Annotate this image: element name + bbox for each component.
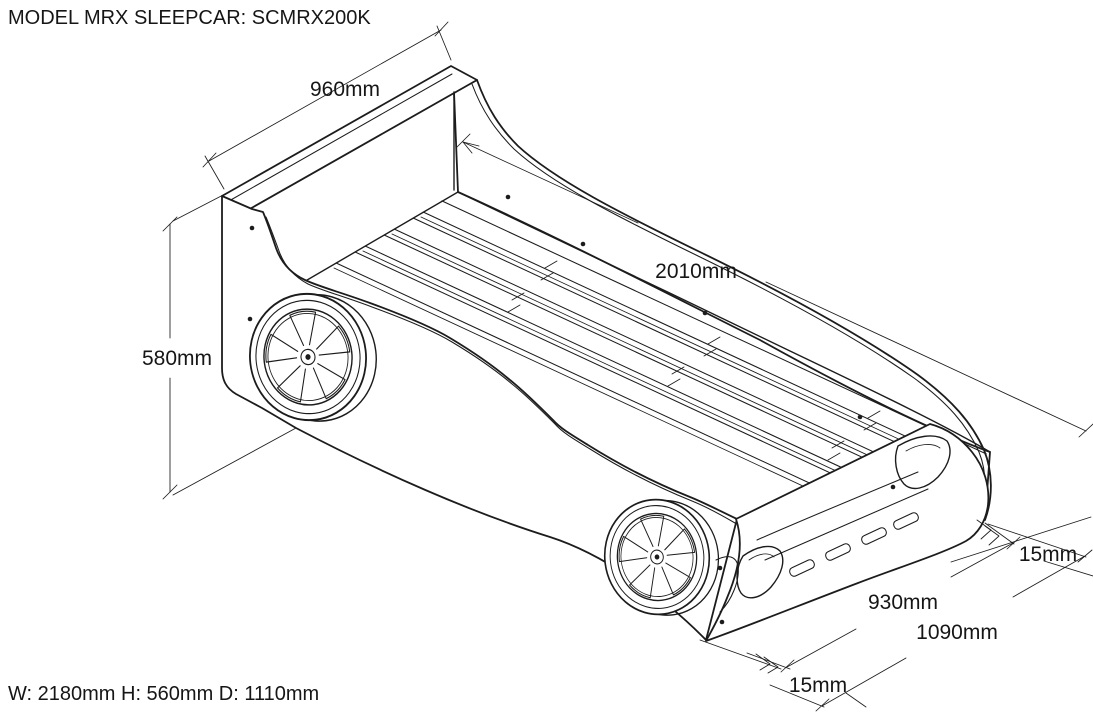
dimension-15-bottom: [699, 639, 867, 708]
screw-dot: [702, 310, 708, 316]
headlight-near-inner: [748, 553, 775, 561]
headlight-near: [736, 545, 784, 599]
double-arrowheads: [976, 519, 1000, 546]
slat-edge: [391, 227, 963, 494]
tick-marks: [202, 21, 449, 168]
extension-line: [987, 523, 1087, 558]
dimension-line: [821, 555, 1086, 707]
spoiler-inner-bottom-edge: [301, 191, 459, 284]
dimension-580: [162, 192, 297, 500]
screw-dots: [247, 194, 896, 625]
headlight-far-inner: [905, 444, 941, 452]
bumper-outline: [705, 423, 990, 642]
slat-edge: [362, 244, 934, 511]
gap-tick: [540, 260, 558, 281]
front-bumper: [705, 423, 990, 642]
drawing-title: MODEL MRX SLEEPCAR: SCMRX200K: [8, 7, 371, 29]
bed-slats: [333, 199, 990, 534]
slat-edge: [410, 216, 982, 483]
extension-line: [950, 516, 1092, 563]
dimension-1090: [769, 523, 1093, 712]
tick-marks: [815, 549, 1093, 712]
screw-dot: [580, 241, 586, 247]
bed-surface-far-edge: [457, 191, 991, 453]
tick-marks: [780, 536, 1021, 673]
dimension-label-15mm-right: 15mm: [1019, 543, 1077, 566]
grille-slot: [825, 543, 851, 561]
far-side-panel: [453, 79, 992, 521]
slat-edge: [381, 233, 953, 500]
extension-line: [984, 522, 1015, 545]
gap-tick: [703, 336, 721, 357]
dimension-960: [202, 21, 452, 190]
leader-tail: [1043, 560, 1093, 577]
dimension-label-2010mm: 2010mm: [655, 260, 737, 283]
screw-dot: [247, 316, 253, 322]
dimension-line: [786, 542, 1014, 668]
screw-dot: [890, 484, 896, 490]
dimension-label-930mm: 930mm: [868, 591, 938, 614]
dimension-2010: [455, 133, 1093, 438]
dimension-15-right: [950, 516, 1093, 577]
headlight-far: [894, 435, 951, 490]
arrow-start: [455, 133, 480, 154]
leader-tail: [845, 692, 867, 708]
double-arrowheads: [755, 653, 779, 674]
gap-tick: [507, 292, 525, 313]
screw-dot: [505, 194, 511, 200]
extension-line: [769, 684, 825, 708]
grille-slots: [789, 512, 919, 577]
tick-marks: [162, 216, 178, 500]
extension-line: [172, 192, 228, 222]
screw-dot: [717, 565, 723, 571]
extension-line: [204, 155, 225, 190]
far-panel-outline: [453, 79, 992, 521]
slat-edge: [439, 199, 990, 466]
dimension-line: [462, 141, 1087, 432]
dimension-label-960mm: 960mm: [310, 78, 380, 101]
near-top-edge-double-line: [265, 216, 736, 524]
far-panel-edge-double-line: [471, 83, 986, 517]
screw-dot: [249, 225, 255, 231]
bumper-side-swoosh: [715, 556, 739, 613]
dimension-label-580mm: 580mm: [142, 347, 212, 370]
gap-tick: [863, 410, 881, 431]
extension-line: [746, 652, 791, 670]
gap-tick: [667, 366, 685, 387]
grille-slot: [789, 559, 815, 577]
dimension-930: [746, 522, 1021, 673]
gap-tick: [827, 440, 845, 461]
screw-dot: [719, 619, 725, 625]
dimension-label-15mm-bottom: 15mm: [789, 674, 847, 697]
tick-mark: [1078, 423, 1093, 438]
extension-line: [172, 427, 297, 496]
leader-line: [699, 639, 782, 670]
screw-dot: [857, 414, 863, 420]
slat-edge: [352, 250, 924, 517]
grille-slot: [893, 512, 919, 530]
bumper-upper-crease: [756, 471, 919, 541]
slat-side: [420, 216, 990, 483]
spoiler-top-double-line: [228, 73, 453, 202]
slat-edge: [420, 210, 990, 477]
dimension-line: [208, 29, 442, 162]
dimension-label-1090mm: 1090mm: [916, 621, 998, 644]
overall-dimensions-note: W: 2180mm H: 560mm D: 1110mm: [8, 683, 319, 705]
grille-slot: [861, 527, 887, 545]
